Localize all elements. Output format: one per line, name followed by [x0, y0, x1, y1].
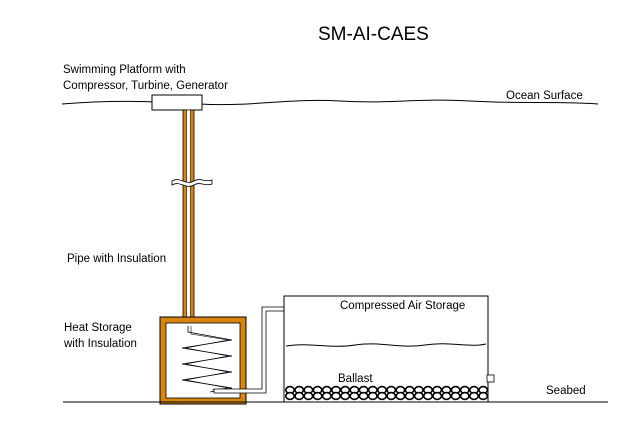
ballast-stone	[321, 391, 332, 401]
water-level-line	[285, 343, 487, 347]
ballast-stone	[284, 391, 295, 401]
ballast-stone	[386, 391, 397, 401]
ballast-stone	[303, 391, 314, 401]
ballast-stone	[330, 391, 341, 401]
ballast-stone	[349, 391, 360, 401]
ballast-stone	[358, 391, 369, 401]
tank-valve	[486, 374, 495, 383]
ocean-surface-label: Ocean Surface	[506, 90, 583, 102]
ballast-stone	[376, 391, 387, 401]
ballast-stones	[284, 385, 489, 401]
ballast-stone	[478, 391, 489, 401]
ballast-stone	[459, 391, 470, 401]
ballast-stone	[312, 391, 323, 401]
insulated-pipe	[182, 109, 195, 327]
air-storage-label: Compressed Air Storage	[340, 300, 465, 312]
ballast-stone	[422, 391, 433, 401]
ballast-stone	[367, 391, 378, 401]
pipe-break-mark	[171, 179, 213, 187]
ballast-stone	[450, 391, 461, 401]
ballast-stone	[441, 391, 452, 401]
seabed-label: Seabed	[546, 385, 586, 397]
heat-exchanger-coil-inner	[185, 326, 229, 391]
ballast-stone	[404, 391, 415, 401]
ballast-stone	[294, 391, 305, 401]
ballast-stone	[413, 391, 424, 401]
ballast-stone	[432, 391, 443, 401]
platform-label-line2: Compressor, Turbine, Generator	[63, 80, 228, 92]
heat-storage-label-line2: with Insulation	[63, 338, 137, 350]
platform-label-line1: Swimming Platform with	[63, 64, 186, 76]
ballast-stone	[340, 391, 351, 401]
heat-storage-label-line1: Heat Storage	[64, 322, 132, 334]
pipe-label: Pipe with Insulation	[67, 253, 166, 265]
diagram-title: SM-AI-CAES	[318, 24, 429, 45]
ballast-stone	[468, 391, 479, 401]
compressed-air-storage-tank	[283, 295, 489, 402]
ballast-label: Ballast	[338, 373, 373, 385]
swimming-platform	[151, 94, 203, 111]
ballast-stone	[395, 391, 406, 401]
